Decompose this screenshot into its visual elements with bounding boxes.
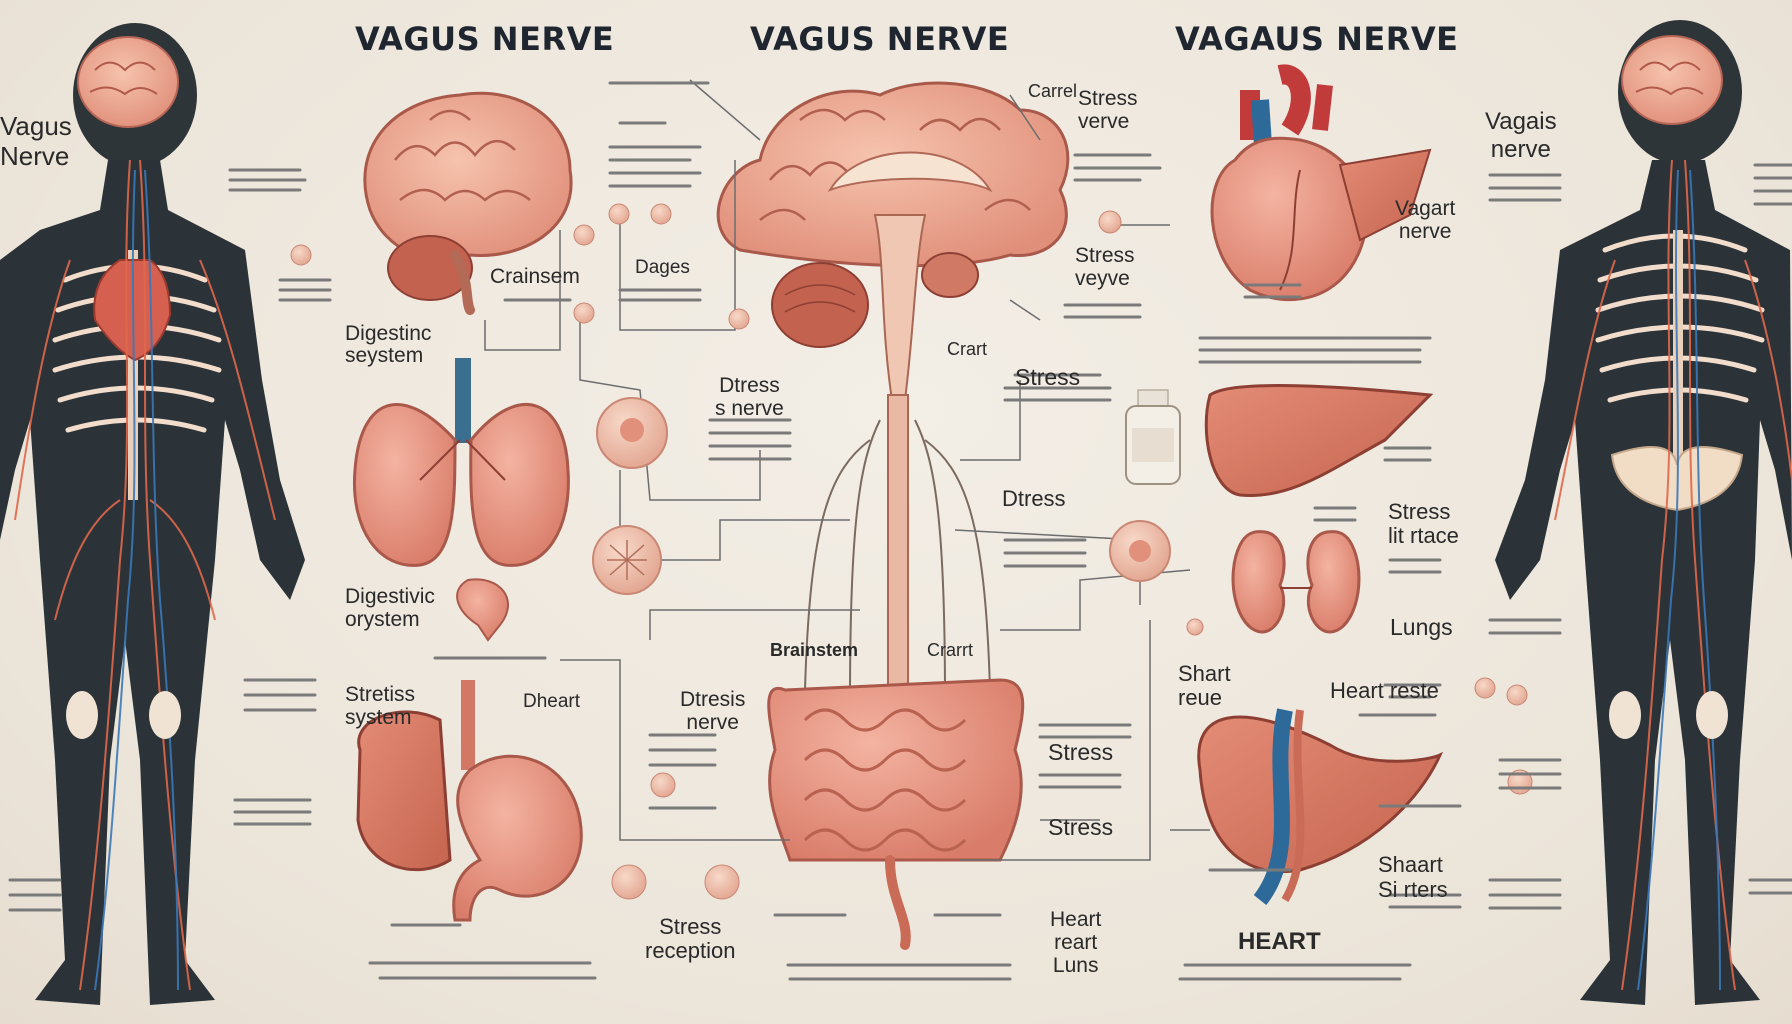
label-crarrt: Crarrt (927, 640, 973, 660)
label-digestivic-orystem: Digestivic orystem (345, 585, 435, 632)
cell-icons (290, 203, 1533, 900)
filler-text-lines (8, 81, 1792, 981)
label-stress-reception: Stress reception (645, 914, 736, 964)
label-vagart-nerve: Vagart nerve (1395, 197, 1456, 244)
label-stress-3: Stress (1048, 814, 1114, 840)
label-crainsem: Crainsem (490, 265, 580, 288)
kidneys (1231, 530, 1361, 634)
liver-heart-lower (1197, 708, 1444, 905)
lungs (352, 358, 570, 567)
left-brain-illustration (363, 91, 573, 315)
title-left: VAGUS NERVE (355, 20, 615, 58)
stomach-liver (356, 680, 583, 922)
left-body-figure (0, 23, 305, 1005)
label-carrel: Carrel (1028, 81, 1078, 101)
label-lungs: Lungs (1390, 614, 1453, 640)
label-stretiss-system: Stretiss system (345, 683, 416, 730)
label-brainstem: Brainstem (770, 640, 859, 660)
label-shaart-si-rters: Shaart Si rters (1378, 852, 1448, 903)
label-dtresis-nerve: Dtresis nerve (680, 688, 746, 735)
label-shart-reue: Shart reue (1178, 661, 1231, 711)
label-heart-reart: Heart reart (1050, 908, 1102, 955)
label-digestinc-seystem: Digestinc seystem (345, 322, 432, 368)
small-organ-left (456, 578, 509, 642)
label-vagus-nerve-left: Vagus Nerve (0, 111, 72, 171)
label-stress-1: Stress (1015, 364, 1081, 390)
label-vagais-nerve-right: Vagais nerve (1485, 108, 1557, 163)
label-stress-2: Stress (1048, 739, 1114, 765)
right-body-figure (1495, 20, 1792, 1005)
label-stress-veyve: Stress veyve (1075, 244, 1135, 291)
heart (1210, 64, 1432, 302)
label-dtress: Dtress (1002, 486, 1066, 511)
label-heart-reste: Heart reste (1330, 678, 1439, 703)
label-dheart: Dheart (523, 691, 581, 712)
label-crart: Crart (947, 339, 987, 359)
label-stress-lit-rtace: Stress lit rtace (1388, 499, 1459, 549)
intestines (767, 678, 1025, 950)
label-heart: HEART (1238, 928, 1321, 955)
title-right: VAGAUS NERVE (1175, 20, 1459, 58)
label-stress-verve: Stress verve (1078, 87, 1138, 134)
label-luns: Luns (1052, 954, 1099, 978)
label-dages: Dages (635, 257, 690, 278)
liver (1204, 384, 1434, 498)
title-center: VAGUS NERVE (750, 20, 1010, 58)
bottle-icon (1125, 389, 1181, 485)
label-dtress-s-nerve: Dtress s nerve (715, 374, 784, 421)
center-brain (716, 81, 1070, 706)
